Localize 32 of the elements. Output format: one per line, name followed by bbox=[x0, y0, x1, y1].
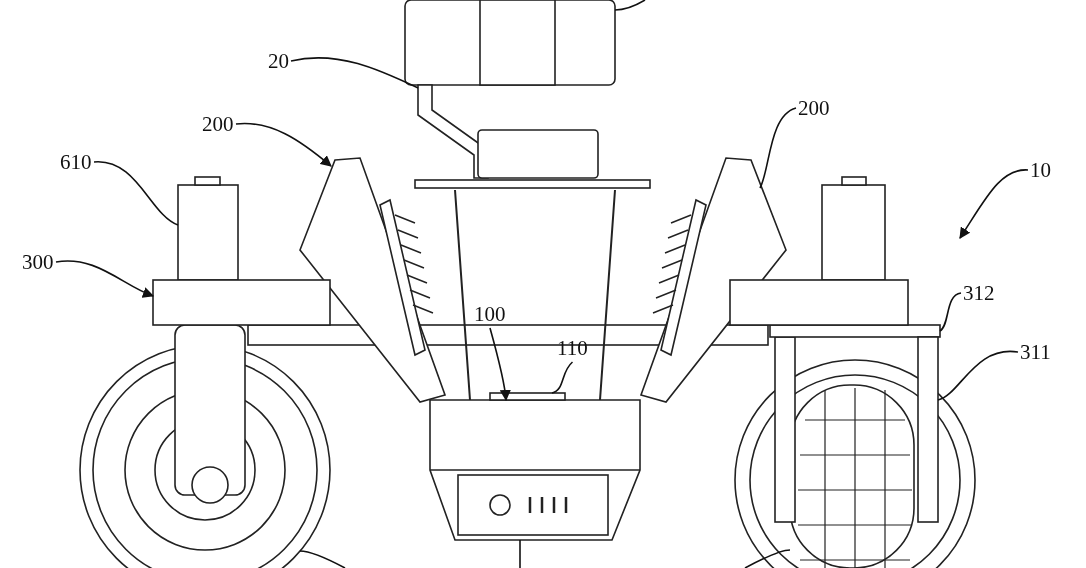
leader-line bbox=[290, 57, 419, 89]
motor-housing bbox=[177, 184, 239, 281]
motor-housing bbox=[821, 184, 886, 281]
leader-line bbox=[519, 539, 521, 568]
mounting-block bbox=[729, 279, 909, 326]
leader-line bbox=[93, 161, 179, 226]
callout-number: 300 bbox=[22, 250, 54, 274]
leader-line bbox=[299, 550, 346, 568]
callout-number: 200 bbox=[202, 112, 234, 136]
leader-line bbox=[55, 260, 155, 298]
callout-number: 10 bbox=[1030, 158, 1051, 182]
top-plate bbox=[489, 392, 566, 401]
callout-number: 610 bbox=[60, 150, 92, 174]
leader-line bbox=[489, 327, 511, 402]
leader-line bbox=[744, 549, 791, 568]
wheel-drawing bbox=[734, 336, 976, 568]
leader-line bbox=[759, 107, 797, 189]
fork-leg bbox=[917, 336, 939, 523]
leader-line bbox=[614, 0, 646, 11]
callout-number: 20 bbox=[268, 49, 289, 73]
callout-number: 100 bbox=[474, 302, 506, 326]
leader-line bbox=[235, 122, 332, 167]
callout-number: 200 bbox=[798, 96, 830, 120]
suspension-arm bbox=[299, 157, 447, 403]
mounting-block bbox=[152, 279, 331, 326]
callout-number: 311 bbox=[1020, 340, 1051, 364]
leader-line bbox=[939, 292, 962, 332]
leader-line bbox=[959, 169, 1029, 239]
wheel-drawing bbox=[79, 324, 331, 568]
callout-number: 312 bbox=[963, 281, 995, 305]
camera-gimbal bbox=[404, 0, 616, 179]
leader-line bbox=[551, 361, 574, 394]
